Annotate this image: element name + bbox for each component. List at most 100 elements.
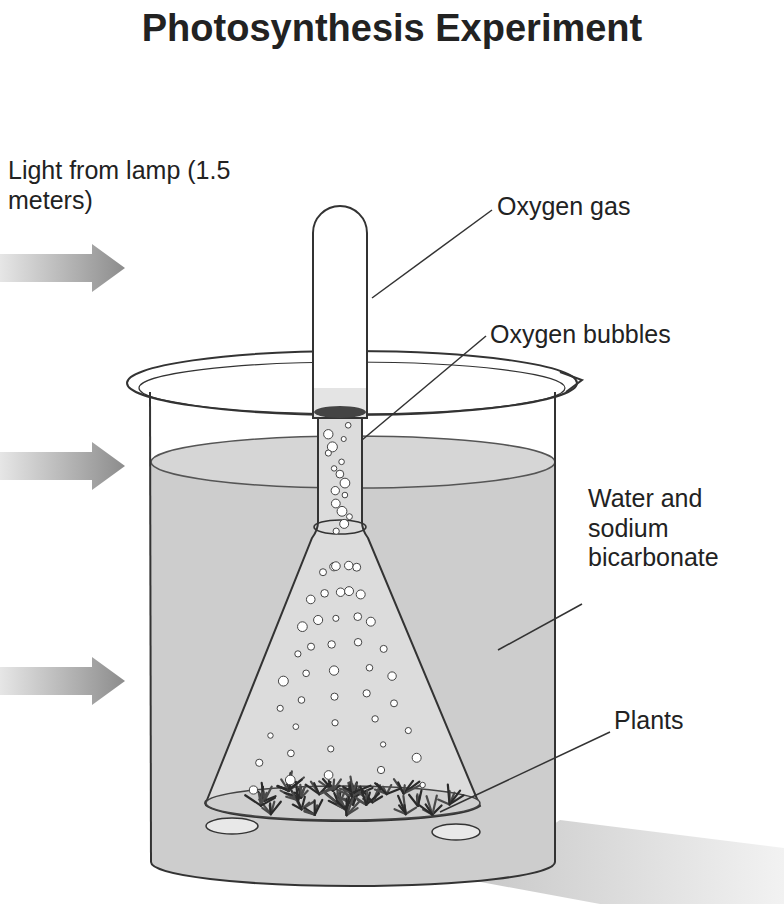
bubble	[331, 693, 338, 700]
support-disk	[206, 818, 258, 834]
callout-label: Plants	[614, 706, 764, 736]
bubble	[288, 750, 295, 757]
plant-leaf	[409, 795, 418, 806]
bubble	[328, 641, 335, 648]
plant-leaf	[302, 802, 315, 810]
oxygen-bubbles	[249, 422, 425, 794]
plant-leaf	[353, 786, 370, 793]
bubble	[412, 753, 421, 762]
bubble	[324, 771, 333, 780]
bubble	[331, 499, 340, 508]
plant-leaf	[448, 785, 450, 805]
bubble	[331, 466, 336, 471]
bubble	[295, 651, 301, 657]
test-tube	[313, 206, 367, 418]
callout-label: Water and sodium bicarbonate	[588, 484, 760, 573]
plant-leaf	[406, 808, 416, 814]
plant-leaf	[426, 804, 433, 814]
bubble	[328, 746, 334, 752]
plant-leaf	[404, 782, 420, 794]
bubble	[336, 588, 344, 596]
bubble	[405, 727, 411, 733]
bubble	[332, 562, 341, 571]
leader-lines	[362, 210, 610, 812]
plant-leaf	[438, 800, 449, 805]
bubble	[345, 587, 354, 596]
plant-leaf	[245, 795, 261, 805]
bubble	[337, 506, 347, 516]
bubble	[306, 595, 315, 604]
plant-leaf	[375, 783, 387, 794]
bubble	[333, 528, 339, 534]
bubble	[325, 450, 331, 456]
plant-leaf	[432, 796, 436, 815]
diagram-title: Photosynthesis Experiment	[0, 6, 784, 51]
funnel-base	[206, 786, 480, 820]
support-disk	[432, 824, 480, 840]
bubble	[293, 724, 299, 730]
plant-leaf	[450, 795, 464, 804]
plant-leaf	[418, 790, 422, 806]
plant-leaf	[350, 777, 353, 793]
bubble	[331, 486, 339, 494]
bubble	[303, 670, 310, 677]
bubble	[366, 617, 375, 626]
plant-leaf	[398, 782, 403, 793]
bubble	[339, 459, 345, 465]
bubble	[354, 613, 362, 621]
plant-leaf	[404, 781, 413, 794]
tube-mouth	[314, 406, 366, 418]
plant-leaf	[293, 805, 302, 810]
bubble	[344, 561, 353, 570]
bubble	[420, 782, 425, 787]
bubble	[285, 775, 295, 785]
plant-leaf	[299, 785, 302, 798]
bubble	[333, 615, 339, 621]
beaker	[127, 351, 582, 886]
bubble	[340, 519, 349, 528]
bubble	[329, 666, 338, 675]
callout-label: Light from lamp (1.5 meters)	[8, 156, 248, 215]
plants	[245, 771, 463, 815]
bubble	[341, 436, 346, 441]
bubble	[340, 478, 350, 488]
plant-leaf	[314, 783, 319, 794]
plant-leaf	[345, 806, 346, 815]
plant-leaf	[366, 794, 379, 805]
plant-leaf	[398, 796, 406, 814]
plant-leaf	[314, 800, 316, 814]
plant-leaf	[315, 800, 322, 815]
plant-leaf	[261, 798, 275, 806]
plant-leaf	[337, 792, 345, 809]
plant-leaf	[305, 810, 315, 815]
plant-leaf	[305, 808, 315, 815]
callout-label: Oxygen gas	[497, 192, 697, 222]
bubble	[268, 733, 273, 738]
bubble	[380, 645, 387, 652]
bubble	[354, 638, 361, 645]
bubble	[314, 615, 323, 624]
plant-leaf	[292, 793, 301, 810]
plant-leaf	[278, 786, 289, 791]
bubble	[278, 676, 288, 686]
plant-leaf	[387, 789, 400, 794]
bubble	[380, 742, 385, 747]
bubble	[321, 590, 329, 598]
bubble	[391, 700, 398, 707]
callout-label: Oxygen bubbles	[490, 320, 730, 350]
plant-leaf	[319, 789, 333, 795]
plant-leaf	[337, 801, 345, 809]
bubble	[277, 705, 283, 711]
bubble	[366, 664, 373, 671]
plant-leaf	[270, 805, 271, 814]
light-arrows	[0, 244, 125, 705]
bubble	[342, 492, 348, 498]
funnel-collar	[314, 520, 366, 534]
bubble	[388, 672, 396, 680]
plant-leaf	[329, 801, 346, 809]
bubble	[345, 422, 351, 428]
test-tube-lower	[313, 388, 367, 418]
plant-leaf	[419, 805, 433, 815]
